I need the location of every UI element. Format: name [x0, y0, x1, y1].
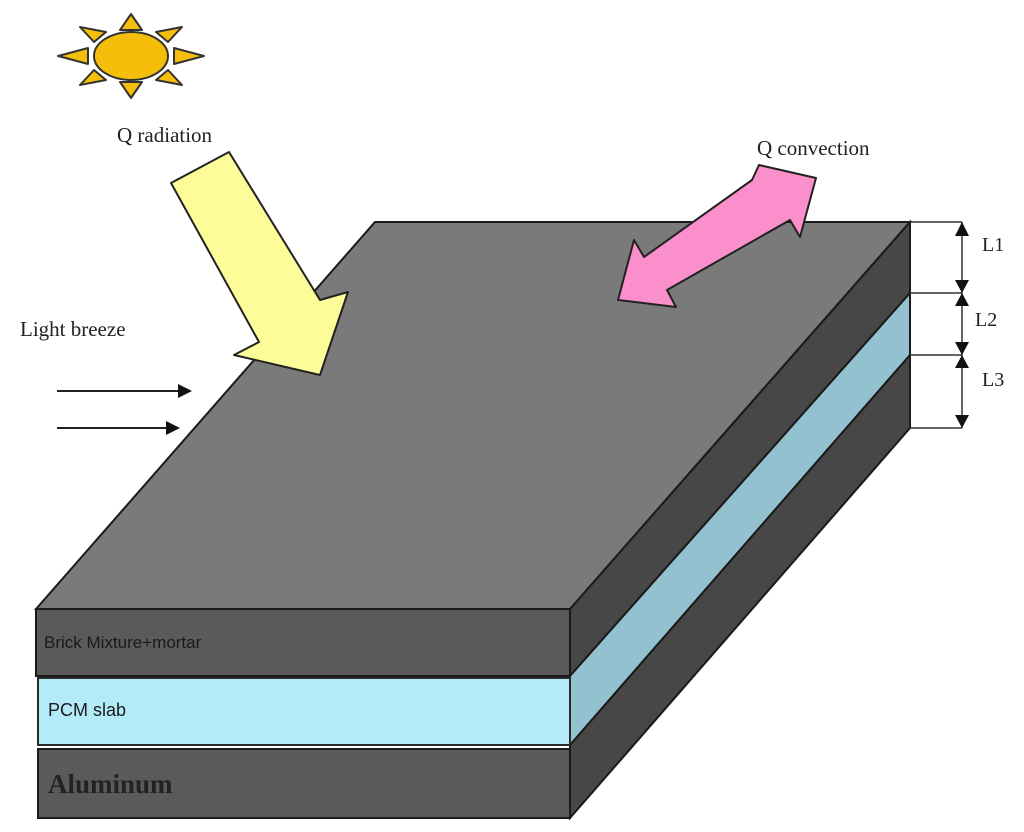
q-radiation-label: Q radiation [117, 123, 213, 147]
dimension-lines [910, 221, 963, 429]
radiation-arrow [170, 151, 349, 376]
aluminum-layer [37, 748, 571, 819]
brick-layer [35, 608, 571, 677]
arrow-right-icon [57, 384, 192, 435]
q-convection-label: Q convection [757, 136, 870, 160]
aluminum-layer-label: Aluminum [48, 769, 173, 799]
sun-icon [57, 13, 205, 99]
pcm-slab-layer [37, 677, 571, 746]
dimension-label-l3: L3 [982, 369, 1004, 391]
dimension-arrowheads [955, 222, 969, 428]
dimension-label-l1: L1 [982, 234, 1004, 256]
pcm-layer-label: PCM slab [48, 700, 126, 720]
brick-layer-label: Brick Mixture+mortar [44, 633, 202, 652]
dimension-label-l2: L2 [975, 309, 997, 331]
light-breeze-label: Light breeze [20, 317, 126, 341]
convection-arrow [617, 164, 817, 308]
